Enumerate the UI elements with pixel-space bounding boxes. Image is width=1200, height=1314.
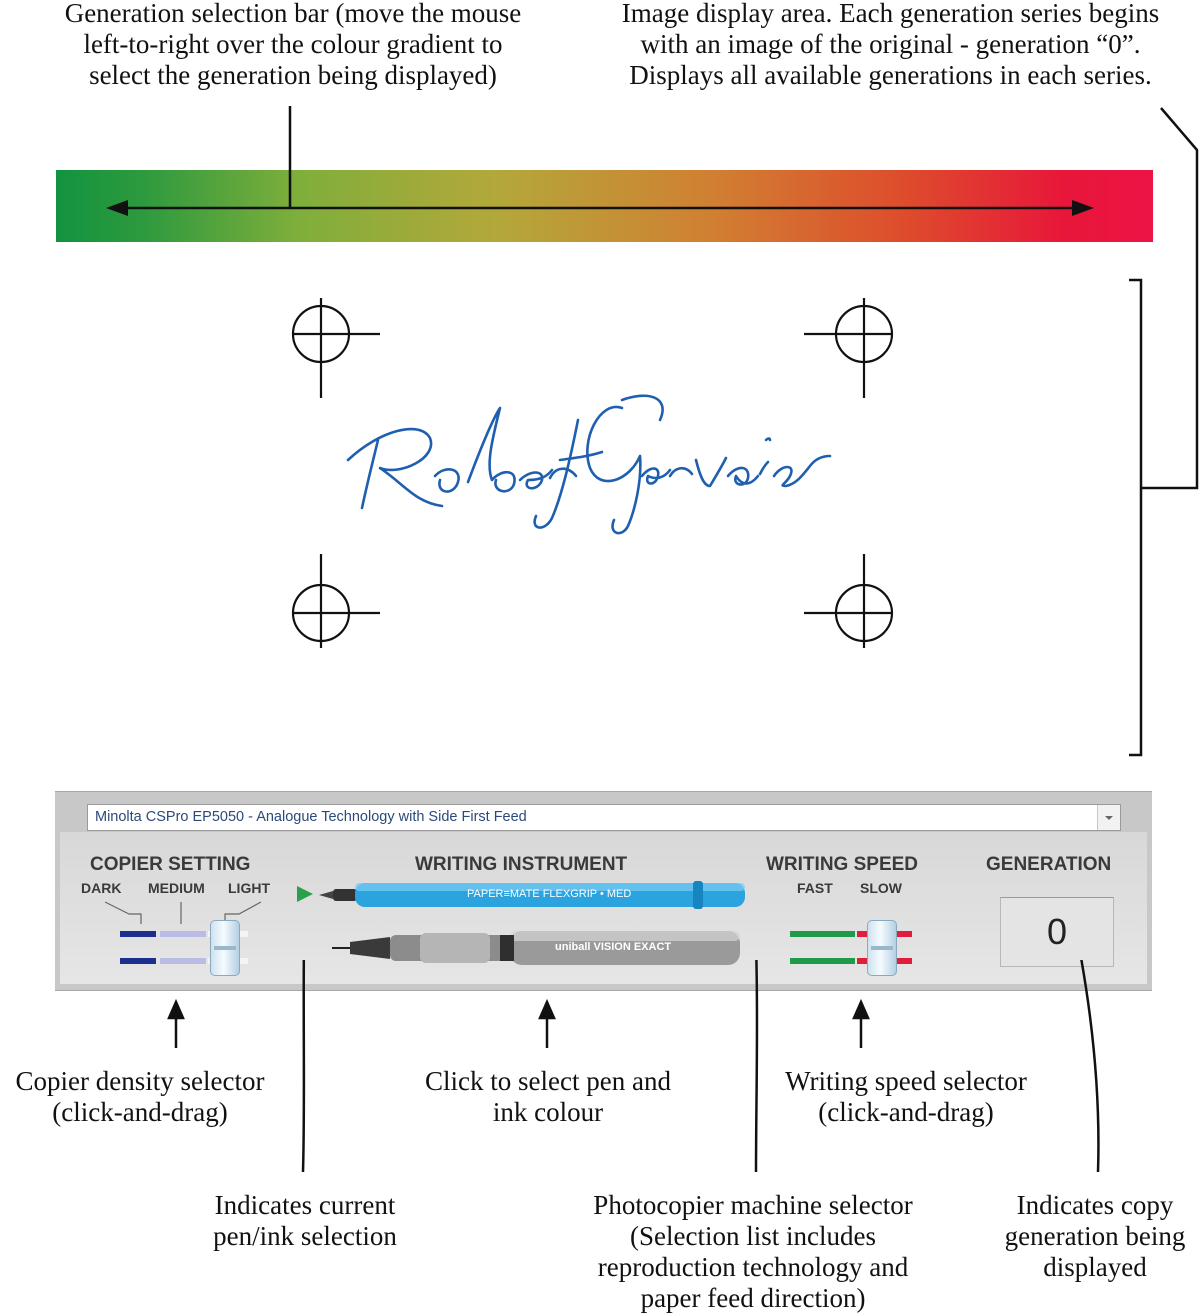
copier-track-top-medium (160, 931, 206, 937)
speed-track-bottom-fast (790, 958, 855, 964)
generation-selection-bar[interactable] (56, 170, 1153, 242)
blue-pen-icon (319, 881, 745, 909)
copier-medium-label: MEDIUM (148, 880, 205, 896)
copier-density-knob[interactable] (210, 920, 240, 976)
generation-heading: GENERATION (986, 854, 1112, 875)
signature-image (291, 298, 894, 648)
pen-blue-flexgrip[interactable]: PAPER≡MATE FLEXGRIP • MED (317, 877, 749, 913)
writing-speed-heading: WRITING SPEED (766, 854, 919, 875)
grey-pen-icon (332, 931, 740, 965)
registration-mark-bottom-left (291, 554, 380, 648)
copier-track-top-dark (120, 931, 156, 937)
speed-slow-label: SLOW (860, 880, 902, 896)
speed-select-caption: Writing speed selector (click-and-drag) (785, 1066, 1027, 1127)
machine-select-value: Minolta CSPro EP5050 - Analogue Technolo… (95, 809, 527, 825)
blue-pen-label: PAPER≡MATE FLEXGRIP • MED (467, 888, 632, 900)
registration-mark-top-left (291, 298, 380, 398)
gen-bar-arrow (106, 106, 1094, 216)
copier-density-selector[interactable] (115, 920, 255, 976)
generation-display: 0 (1000, 897, 1114, 967)
speed-fast-label: FAST (797, 880, 833, 896)
registration-mark-bottom-right (804, 554, 894, 648)
current-pen-caption: Indicates current pen/ink selection (213, 1190, 397, 1251)
display-area-bracket (1129, 107, 1199, 757)
copier-density-caption: Copier density selector (click-and-drag) (15, 1066, 265, 1127)
pen-select-caption: Click to select pen and ink colour (425, 1066, 671, 1127)
writing-speed-knob[interactable] (867, 920, 897, 976)
dropdown-arrow-icon[interactable] (1097, 805, 1120, 830)
grey-pen-label: uniball VISION EXACT (555, 941, 672, 953)
writing-speed-selector[interactable] (785, 920, 920, 976)
handwritten-signature (346, 394, 832, 535)
speed-track-top-fast (790, 931, 855, 937)
photocopier-machine-selector[interactable]: Minolta CSPro EP5050 - Analogue Technolo… (87, 804, 1121, 831)
display-area-caption: Image display area. Each generation seri… (621, 0, 1160, 90)
current-pen-indicator-icon (297, 886, 313, 902)
copier-label-leaders (105, 901, 262, 924)
bottom-callout-arrows (167, 960, 1100, 1173)
generation-indicator-caption: Indicates copy generation being displaye… (1004, 1190, 1186, 1282)
pen-uniball-vision-exact[interactable]: uniball VISION EXACT (330, 927, 750, 969)
copier-track-bottom-medium (160, 958, 206, 964)
image-display-area (230, 280, 950, 750)
gen-bar-caption: Generation selection bar (move the mouse… (64, 0, 522, 90)
copier-setting-heading: COPIER SETTING (90, 854, 251, 875)
copier-light-label: LIGHT (228, 880, 270, 896)
machine-select-caption: Photocopier machine selector (Selection … (593, 1190, 913, 1313)
copier-track-bottom-dark (120, 958, 156, 964)
copier-dark-label: DARK (81, 880, 122, 896)
registration-mark-top-right (804, 298, 894, 398)
control-panel: Minolta CSPro EP5050 - Analogue Technolo… (55, 791, 1152, 991)
writing-instrument-heading: WRITING INSTRUMENT (415, 854, 628, 875)
